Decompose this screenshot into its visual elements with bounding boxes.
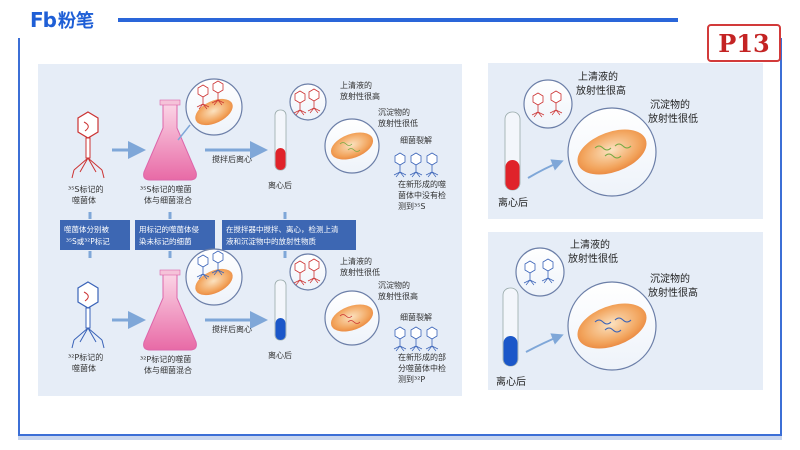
rt-sediment-2: 放射性很低 xyxy=(648,112,698,125)
top-row: ³⁵S标记的 噬菌体 ³⁵S标记的噬菌 体与细菌混合 搅拌后离心 离心后 上清液… xyxy=(68,78,446,211)
bottom-phage-label-2: 噬菌体 xyxy=(72,363,96,373)
bacterium-icon xyxy=(577,129,647,175)
bacterium-icon xyxy=(330,304,374,332)
bottom-sediment-1: 沉淀物的 xyxy=(378,280,410,290)
logo-text: 粉笔 xyxy=(57,11,94,32)
supernatant-circle xyxy=(289,83,327,121)
top-sediment-1: 沉淀物的 xyxy=(378,107,410,117)
header-rule xyxy=(118,18,678,22)
box2-line2: 染未标记的细菌 xyxy=(139,236,192,246)
page-number: P13 xyxy=(707,24,781,62)
bottom-supernatant-2: 放射性很低 xyxy=(340,267,380,277)
box1-line1: 噬菌体分别被 xyxy=(64,224,109,234)
top-result-3: 测到³⁵S xyxy=(398,202,426,211)
bottom-flask-label-1: ³²P标记的噬菌 xyxy=(140,354,191,364)
box3-line2: 液和沉淀物中的放射性物质 xyxy=(226,236,316,246)
brand-logo: Fb 粉笔 xyxy=(30,8,94,32)
top-sediment-2: 放射性很低 xyxy=(378,118,418,128)
bottom-result-3: 测到³²P xyxy=(398,375,425,384)
bottom-row: ³²P标记的 噬菌体 ³²P标记的噬菌 体与细菌混合 搅拌后离心 离心后 上清液… xyxy=(68,248,446,384)
flask-icon xyxy=(143,269,197,351)
phage-icon xyxy=(71,281,105,349)
centrifuge-tube xyxy=(504,111,521,191)
top-flask-label-2: 体与细菌混合 xyxy=(144,195,192,205)
bottom-result-2: 分噬菌体中检 xyxy=(398,363,446,373)
box1-line2: ³⁵S或³²P标记 xyxy=(66,236,110,246)
bacterium-icon xyxy=(577,303,647,349)
top-phage-label-2: 噬菌体 xyxy=(72,195,96,205)
right-bottom-panel: 离心后 上清液的 放射性很低 沉淀物的 放射性很高 xyxy=(488,232,763,390)
box3-line1: 在搅拌器中搅拌、离心，检测上清 xyxy=(226,224,339,234)
box2-line1: 用标记的噬菌体侵 xyxy=(139,224,199,234)
centrifuge-tube xyxy=(274,109,287,171)
bottom-sediment-2: 放射性很高 xyxy=(378,291,418,301)
rt-supernatant-1: 上清液的 xyxy=(578,70,618,83)
centrifuge-tube xyxy=(274,279,287,341)
bacterium-icon xyxy=(195,98,233,126)
right-top-panel: 离心后 上清液的 放射性很高 沉淀物的 放射性很低 xyxy=(488,63,763,219)
top-supernatant-1: 上清液的 xyxy=(340,80,372,90)
rb-supernatant-1: 上清液的 xyxy=(570,238,610,251)
rt-supernatant-2: 放射性很高 xyxy=(576,84,626,97)
bottom-flask-label-2: 体与细菌混合 xyxy=(144,365,192,375)
step-box-1 xyxy=(60,220,130,250)
phage-icon xyxy=(71,111,105,179)
top-phage-label-1: ³⁵S标记的 xyxy=(68,184,104,194)
top-supernatant-2: 放射性很高 xyxy=(340,91,380,101)
rt-sediment-1: 沉淀物的 xyxy=(650,98,690,111)
rb-tube-label: 离心后 xyxy=(496,375,526,388)
bacterium-icon xyxy=(195,268,233,296)
rt-tube-label: 离心后 xyxy=(498,196,528,209)
top-flask-label-1: ³⁵S标记的噬菌 xyxy=(140,184,192,194)
flask-icon xyxy=(143,99,197,181)
middle-row: 噬菌体分别被 ³⁵S或³²P标记 用标记的噬菌体侵 染未标记的细菌 在搅拌器中搅… xyxy=(60,212,356,258)
bacterium-icon xyxy=(330,132,374,160)
top-result-1: 在新形成的噬 xyxy=(398,179,446,189)
bottom-tube-label: 离心后 xyxy=(268,350,292,360)
rb-sediment-1: 沉淀物的 xyxy=(650,272,690,285)
centrifuge-tube xyxy=(502,287,519,367)
top-step-label: 搅拌后离心 xyxy=(212,154,252,164)
frame-shadow xyxy=(18,436,782,440)
supernatant-circle xyxy=(523,79,573,129)
supernatant-circle xyxy=(515,247,565,297)
step-box-3 xyxy=(222,220,356,250)
bottom-lysis: 细菌裂解 xyxy=(400,312,432,322)
supernatant-circle xyxy=(289,253,327,291)
bottom-supernatant-1: 上清液的 xyxy=(340,256,372,266)
bottom-phage-label-1: ³²P标记的 xyxy=(68,352,103,362)
rb-supernatant-2: 放射性很低 xyxy=(568,252,618,265)
rb-sediment-2: 放射性很高 xyxy=(648,286,698,299)
logo-mark: Fb xyxy=(30,8,57,32)
step-box-2 xyxy=(135,220,215,250)
bottom-result-1: 在新形成的部 xyxy=(398,352,446,362)
bottom-step-label: 搅拌后离心 xyxy=(212,324,252,334)
top-lysis: 细菌裂解 xyxy=(400,135,432,145)
top-tube-label: 离心后 xyxy=(268,180,292,190)
top-result-2: 菌体中没有检 xyxy=(398,190,446,200)
